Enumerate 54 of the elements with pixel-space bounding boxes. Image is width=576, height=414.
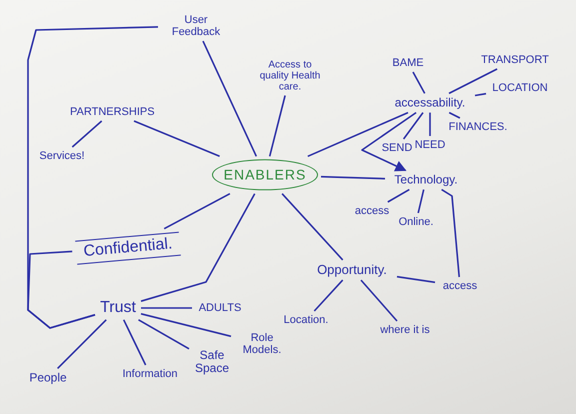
- connector-line: [441, 188, 460, 278]
- node-label: PARTNERSHIPS: [70, 106, 154, 118]
- connector-line: [57, 319, 107, 369]
- node-label: Confidential.: [75, 232, 181, 264]
- node-label: Opportunity.: [310, 262, 394, 278]
- connector-line: [141, 307, 192, 309]
- node-label: Access to quality Health care.: [254, 60, 326, 92]
- node-label: Role Models.: [234, 332, 290, 356]
- node-label: People: [25, 371, 71, 385]
- connector-line: [320, 176, 386, 180]
- connector-line: [448, 112, 460, 119]
- node-label: TRANSPORT: [480, 54, 550, 66]
- connector-line: [140, 313, 232, 338]
- connector-line: [474, 92, 486, 96]
- node-label: access: [438, 280, 482, 292]
- connector-line: [412, 72, 426, 94]
- connector-line: [134, 120, 220, 158]
- node-label: Services!: [34, 150, 90, 162]
- node-label: ADULTS: [195, 302, 245, 314]
- connector-line: [314, 280, 344, 312]
- connector-line: [417, 189, 424, 214]
- connector-line: [429, 112, 431, 136]
- connector-line: [202, 40, 258, 157]
- connector-line: [122, 319, 146, 366]
- node-label: Location.: [277, 314, 335, 326]
- arrow: [361, 112, 417, 172]
- central-ellipse: ENABLERS: [212, 159, 318, 191]
- node-label: Information: [115, 368, 185, 380]
- connector-line: [448, 68, 498, 94]
- node-label: LOCATION: [489, 82, 551, 94]
- node-label: FINANCES.: [447, 120, 509, 134]
- connector-line: [307, 112, 408, 158]
- node-label: accessability.: [388, 96, 472, 110]
- node-label: SEND: [379, 142, 415, 154]
- connector-line: [387, 188, 410, 203]
- connector-line: [282, 193, 344, 260]
- node-label: User Feedback: [161, 14, 231, 38]
- connector-line: [360, 280, 398, 322]
- node-label: Technology.: [388, 173, 464, 187]
- connector-line: [268, 95, 286, 156]
- connector-line: [72, 120, 102, 148]
- connector-line: [27, 250, 96, 329]
- connector-line: [164, 193, 230, 230]
- connector-line: [140, 193, 256, 302]
- node-label: access: [350, 204, 394, 218]
- connector-line: [402, 112, 424, 140]
- node-label: Trust: [98, 299, 138, 317]
- node-label: BAME: [388, 56, 428, 70]
- node-label: where it is: [373, 324, 437, 336]
- node-label: NEED: [412, 138, 448, 152]
- node-label: Online.: [394, 216, 438, 228]
- connector-line: [138, 319, 190, 350]
- connector-line: [396, 276, 436, 284]
- node-label: Safe Space: [192, 348, 232, 376]
